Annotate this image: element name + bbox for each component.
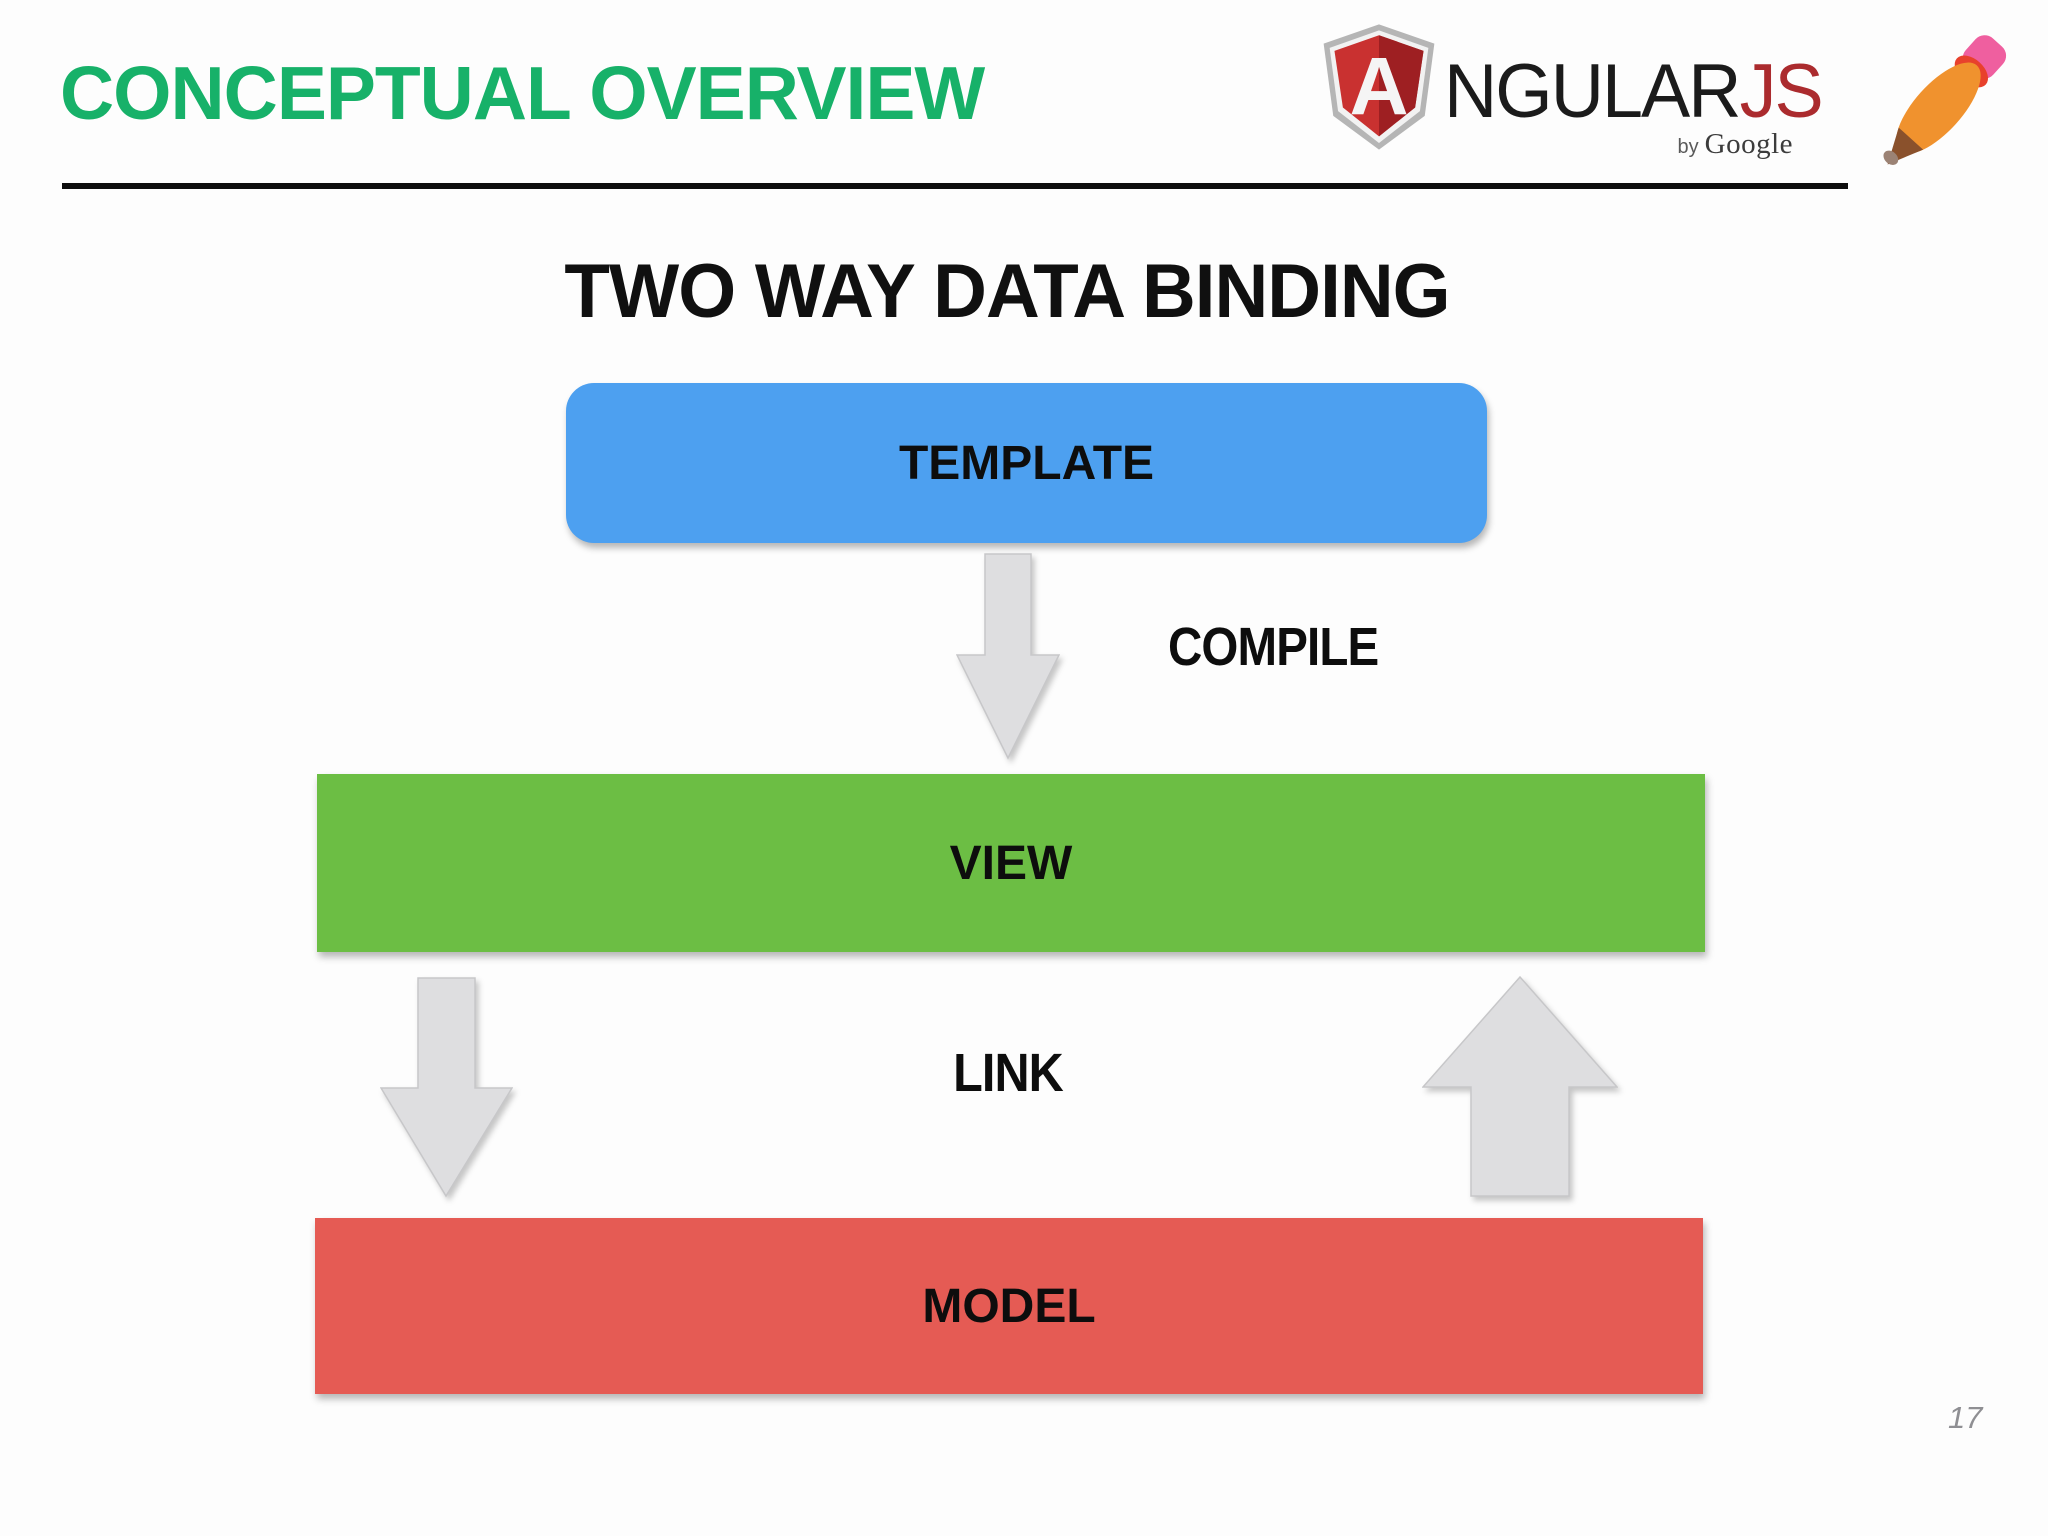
compile-edge-label: COMPILE (1168, 617, 1379, 677)
link-edge-label: LINK (953, 1043, 1064, 1103)
view-node: VIEW (317, 774, 1705, 952)
page-title: CONCEPTUAL OVERVIEW (60, 51, 985, 135)
wordmark-js: JS (1739, 49, 1824, 134)
compile-down-arrow-icon (956, 553, 1060, 760)
link-down-arrow-icon (380, 977, 513, 1198)
model-node: MODEL (315, 1218, 1703, 1394)
pencil-icon (1883, 35, 2007, 165)
shield-letter: A (1349, 42, 1408, 133)
template-node: TEMPLATE (566, 383, 1487, 543)
byline-brand: Google (1704, 128, 1793, 160)
link-up-arrow-icon (1422, 975, 1618, 1197)
wordmark-black: NGULAR (1444, 49, 1742, 134)
angularjs-shield-icon: A (1323, 24, 1435, 150)
diagram-heading: TWO WAY DATA BINDING (564, 249, 1450, 334)
page-number: 17 (1948, 1400, 1983, 1435)
logo-wordmark: NGULARJS (1444, 54, 1824, 130)
model-label: MODEL (922, 1279, 1096, 1333)
title-underline (62, 183, 1848, 189)
template-label: TEMPLATE (898, 436, 1155, 490)
byline-by: by (1677, 136, 1699, 158)
view-label: VIEW (949, 836, 1073, 890)
